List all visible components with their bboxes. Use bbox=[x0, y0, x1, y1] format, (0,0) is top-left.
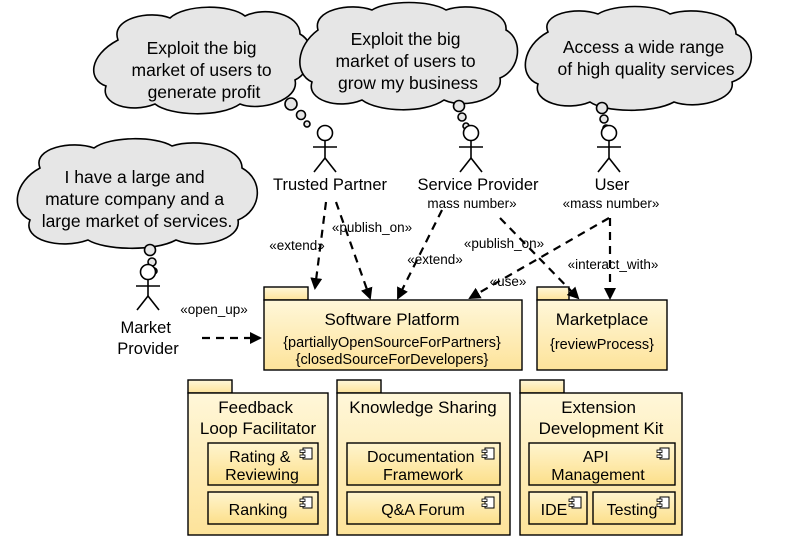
thought-cloud-user: Access a wide range of high quality serv… bbox=[524, 5, 753, 132]
actor-market-provider bbox=[136, 263, 160, 311]
component-ide: IDE bbox=[528, 491, 588, 525]
thought-text-market-provider: I have a large and mature company and a … bbox=[42, 167, 233, 231]
actor-label-market-provider: Market Provider bbox=[117, 319, 179, 358]
constraint-review-process: {reviewProcess} bbox=[550, 337, 654, 353]
actor-note-user: «mass number» bbox=[563, 196, 660, 211]
component-qa-forum: Q&A Forum bbox=[346, 491, 501, 525]
relation-label-open-up: «open_up» bbox=[180, 302, 248, 317]
component-rating-reviewing: Rating & Reviewing bbox=[207, 442, 319, 486]
package-title-extension-development-kit: Extension Development Kit bbox=[539, 398, 664, 438]
package-extension-development-kit: Extension Development Kit API Management… bbox=[519, 379, 683, 536]
constraint-partially-open-source: {partiallyOpenSourceForPartners} bbox=[283, 335, 501, 351]
component-label-qa-forum: Q&A Forum bbox=[381, 502, 465, 519]
component-testing: Testing bbox=[592, 491, 676, 525]
actor-note-service-provider: mass number» bbox=[427, 196, 516, 211]
thought-text-user: Access a wide range of high quality serv… bbox=[557, 37, 734, 79]
package-software-platform: Software Platform {partiallyOpenSourceFo… bbox=[263, 286, 523, 371]
package-title-knowledge-sharing: Knowledge Sharing bbox=[349, 398, 496, 417]
component-documentation-framework: Documentation Framework bbox=[346, 442, 501, 486]
constraint-closed-source: {closedSourceForDevelopers} bbox=[296, 352, 489, 368]
package-title-feedback-loop: Feedback Loop Facilitator bbox=[200, 398, 317, 438]
thought-text-trusted-partner: Exploit the big market of users to gener… bbox=[132, 38, 277, 102]
actor-label-trusted-partner: Trusted Partner bbox=[273, 176, 388, 194]
component-label-ide: IDE bbox=[541, 502, 568, 519]
package-title-software-platform: Software Platform bbox=[324, 310, 459, 329]
dependency-extend-service-provider bbox=[397, 209, 443, 300]
package-knowledge-sharing: Knowledge Sharing Documentation Framewor… bbox=[336, 379, 511, 536]
component-label-documentation-framework: Documentation Framework bbox=[367, 449, 479, 484]
relation-label-use: «use» bbox=[490, 274, 527, 289]
component-label-ranking: Ranking bbox=[229, 502, 288, 519]
package-marketplace: Marketplace {reviewProcess} bbox=[536, 286, 668, 371]
package-title-marketplace: Marketplace bbox=[556, 310, 649, 329]
thought-cloud-trusted-partner: Exploit the big market of users to gener… bbox=[92, 6, 312, 128]
relation-label-publish-on-tp: «publish_on» bbox=[332, 220, 412, 235]
dependency-extend-trusted-partner bbox=[310, 201, 328, 290]
component-label-api-management: API Management bbox=[551, 449, 645, 484]
component-api-management: API Management bbox=[528, 442, 676, 486]
actor-label-user: User bbox=[595, 176, 630, 194]
actor-trusted-partner bbox=[313, 124, 337, 173]
actor-service-provider bbox=[459, 124, 483, 173]
package-feedback-loop: Feedback Loop Facilitator Rating & Revie… bbox=[187, 379, 329, 536]
component-ranking: Ranking bbox=[207, 491, 319, 525]
thought-text-service-provider: Exploit the big market of users to grow … bbox=[336, 29, 481, 93]
actor-user bbox=[597, 124, 621, 173]
relation-label-extend-sp: «extend» bbox=[407, 252, 463, 267]
component-label-testing: Testing bbox=[607, 502, 658, 519]
component-label-rating-reviewing: Rating & Reviewing bbox=[225, 449, 299, 484]
dependency-publish-on-service-provider bbox=[499, 217, 580, 300]
thought-cloud-service-provider: Exploit the big market of users to grow … bbox=[299, 1, 519, 130]
dependency-publish-on-trusted-partner bbox=[334, 201, 373, 300]
relation-label-publish-on-sp: «publish_on» bbox=[464, 236, 544, 251]
actor-label-service-provider: Service Provider bbox=[417, 176, 539, 194]
dependency-use-user bbox=[468, 217, 610, 299]
relation-label-interact-with: «interact_with» bbox=[568, 257, 659, 272]
thought-cloud-market-provider: I have a large and mature company and a … bbox=[16, 137, 259, 275]
relation-label-extend-tp: «extend» bbox=[269, 238, 325, 253]
